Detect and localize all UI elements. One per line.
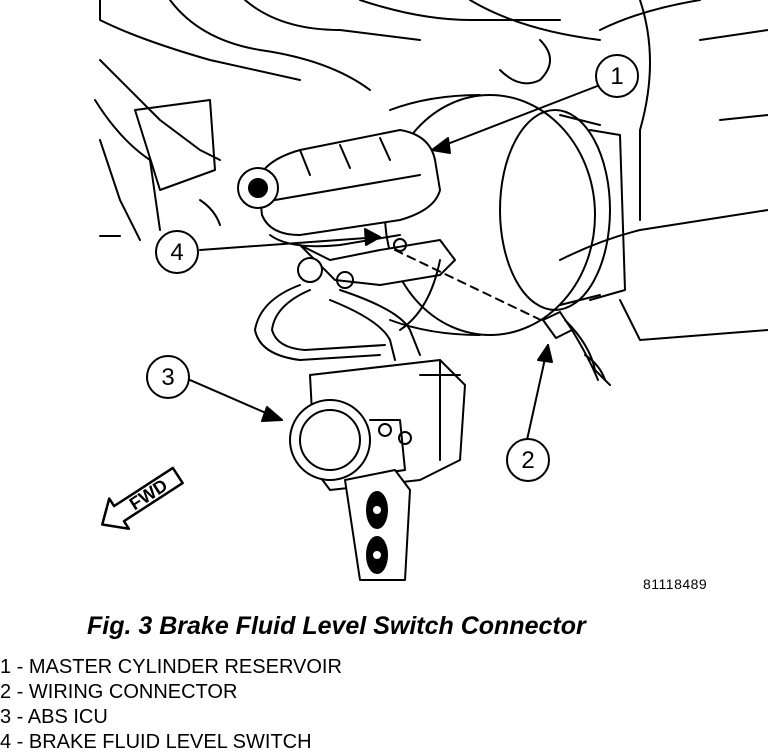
figure-caption: Fig. 3 Brake Fluid Level Switch Connecto… — [87, 612, 586, 640]
callout-2: 2 — [506, 438, 550, 482]
callout-3-label: 3 — [161, 364, 174, 391]
callout-4: 4 — [155, 230, 199, 274]
leader-lines — [189, 84, 601, 441]
forward-arrow: FWD — [101, 466, 184, 530]
firewall-panel — [94, 0, 768, 341]
figure-number: 81118489 — [643, 576, 708, 592]
legend-item: 1 - MASTER CYLINDER RESERVOIR — [0, 656, 342, 678]
callout-2-label: 2 — [521, 447, 534, 474]
callout-1: 1 — [595, 54, 639, 98]
wiring-connector — [394, 249, 611, 386]
brake-system-illustration: 1 4 3 2 FWD — [94, 0, 768, 581]
legend-item: 3 - ABS ICU — [0, 706, 108, 728]
master-cylinder-body — [254, 238, 456, 396]
abs-icu-unit — [289, 359, 466, 581]
legend-item: 2 - WIRING CONNECTOR — [0, 681, 238, 703]
legend-list: 1 - MASTER CYLINDER RESERVOIR 2 - WIRING… — [0, 655, 342, 755]
callout-4-label: 4 — [170, 239, 183, 266]
master-cylinder-reservoir — [237, 129, 441, 248]
callout-1-label: 1 — [610, 63, 623, 90]
callout-3: 3 — [146, 355, 190, 399]
legend-item: 4 - BRAKE FLUID LEVEL SWITCH — [0, 731, 312, 753]
brake-booster — [384, 94, 626, 336]
